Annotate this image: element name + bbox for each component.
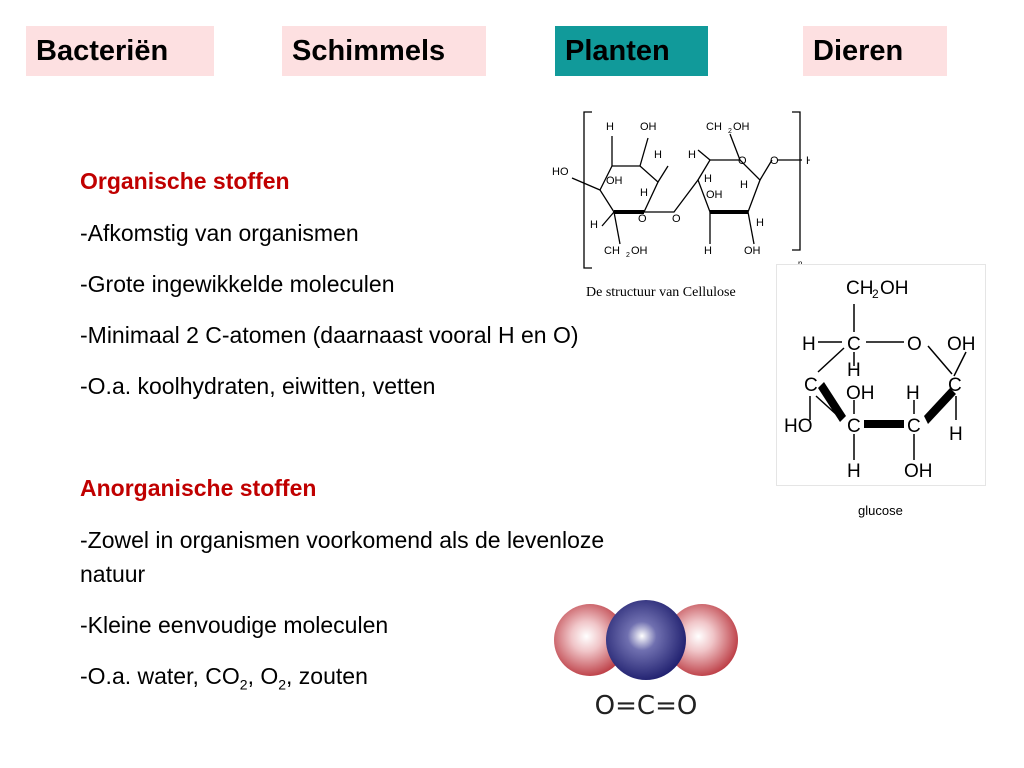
atom-label: OH [846, 383, 875, 404]
glucose-caption: glucose [858, 503, 903, 518]
atom-label: H [847, 461, 861, 482]
atom-label: H [688, 149, 696, 161]
tab-bacterien[interactable]: Bacteriën [26, 26, 214, 76]
atom-label: OH [606, 175, 623, 187]
organic-heading: Organische stoffen [80, 168, 290, 194]
carbon-atom [606, 600, 686, 680]
atom-label: 2 [728, 128, 732, 135]
atom-label: H [740, 179, 748, 191]
atom-label: H [802, 334, 816, 355]
atom-label: HO [784, 416, 813, 437]
atom-label: 2 [626, 252, 630, 259]
atom-label: OH [733, 121, 750, 133]
inorganic-item: -Zowel in organismen voorkomend als de l… [80, 527, 605, 553]
atom-label: CH [846, 278, 873, 299]
atom-label: H [654, 149, 662, 161]
atom-label: H [606, 121, 614, 133]
atom-label: H [590, 219, 598, 231]
atom-label: OH [640, 121, 657, 133]
atom-label: n [798, 259, 802, 268]
atom-label: C [847, 416, 861, 437]
atom-label: C [804, 375, 818, 396]
glucose-structure-diagram: CH 2 OH H C O OH H C OH H C HO C C H H O… [776, 264, 986, 486]
tab-dieren[interactable]: Dieren [803, 26, 947, 76]
co2-formula: O=C=O [595, 691, 698, 721]
organic-item: -Grote ingewikkelde moleculen [80, 271, 395, 297]
atom-label: C [948, 375, 962, 396]
atom-label: O [907, 334, 922, 355]
atom-label: CH [604, 245, 620, 257]
atom-label: CH [706, 121, 722, 133]
atom-label: H [704, 173, 712, 185]
atom-label: H [704, 245, 712, 257]
atom-label: H [640, 187, 648, 199]
cellulose-caption: De structuur van Cellulose [586, 285, 736, 300]
atom-label: O [672, 213, 681, 225]
atom-label: C [907, 416, 921, 437]
atom-label: O [770, 155, 779, 167]
subscript: 2 [239, 676, 248, 693]
inorganic-item: -Kleine eenvoudige moleculen [80, 612, 389, 638]
atom-label: HO [552, 166, 569, 178]
atom-label: H [806, 155, 810, 167]
text: , O [247, 663, 279, 689]
atom-label: H [847, 360, 861, 381]
atom-label: 2 [872, 287, 879, 301]
inorganic-heading: Anorganische stoffen [80, 475, 317, 501]
oxygen-atom [554, 604, 626, 676]
inorganic-item: natuur [80, 561, 146, 587]
oxygen-atom [666, 604, 738, 676]
atom-label: OH [904, 461, 933, 482]
cellulose-structure-diagram: H OH HO H OH H H O O CH 2 OH H CH 2 OH O… [552, 111, 810, 300]
co2-molecule-diagram: O=C=O [554, 600, 738, 721]
atom-label: OH [744, 245, 761, 257]
inorganic-item-last: -O.a. water, CO2, O2, zouten [80, 659, 368, 702]
atom-label: O [738, 155, 747, 167]
tab-planten[interactable]: Planten [555, 26, 708, 76]
atom-label: OH [947, 334, 976, 355]
atom-label: H [756, 217, 764, 229]
atom-label: OH [880, 278, 909, 299]
atom-label: H [949, 424, 963, 445]
atom-label: OH [631, 245, 648, 257]
atom-label: OH [706, 189, 723, 201]
subscript: 2 [278, 676, 287, 693]
organic-item: -O.a. koolhydraten, eiwitten, vetten [80, 373, 436, 399]
atom-label: O [638, 213, 647, 225]
atom-label: C [847, 334, 861, 355]
text: , zouten [286, 663, 368, 689]
text: -O.a. water, CO [80, 663, 240, 689]
atom-label: H [906, 383, 920, 404]
organic-item: -Minimaal 2 C-atomen (daarnaast vooral H… [80, 322, 579, 348]
organic-item: -Afkomstig van organismen [80, 220, 359, 246]
tab-schimmels[interactable]: Schimmels [282, 26, 486, 76]
